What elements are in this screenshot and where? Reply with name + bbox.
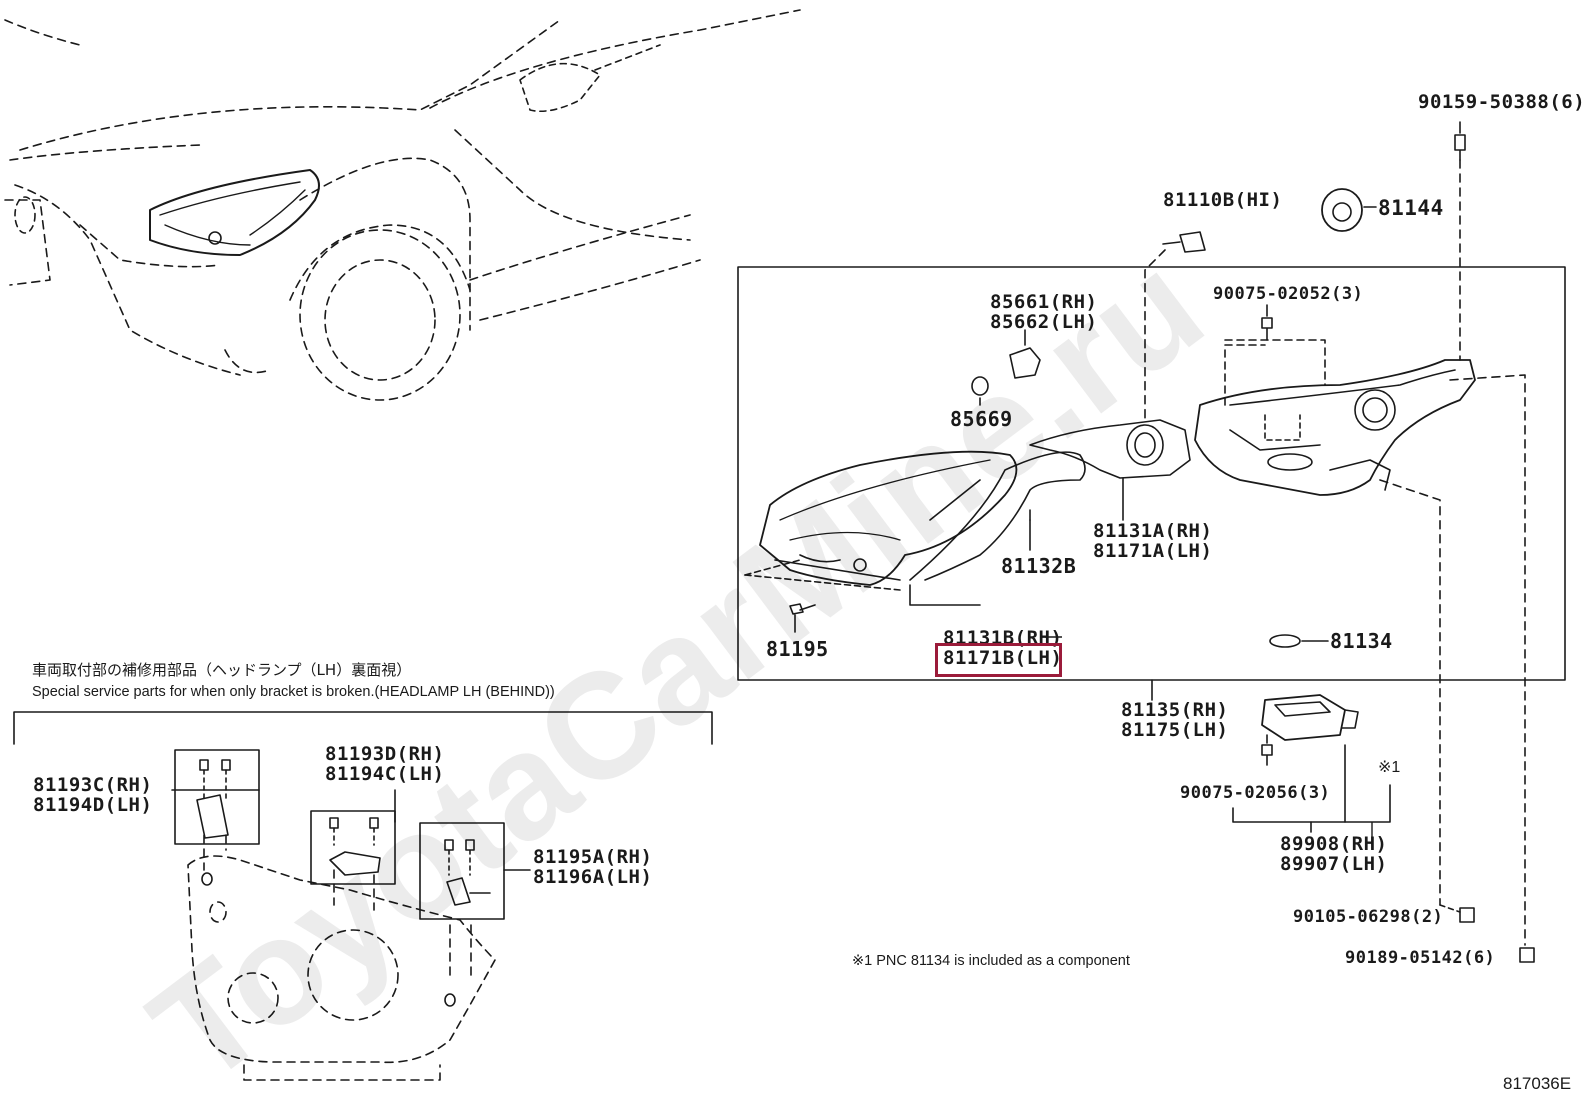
part-label-81134[interactable]: 81134 [1330,629,1393,653]
bracket-box-81195a [419,822,505,920]
part-label-81193d-81194c[interactable]: 81193D(RH) 81194C(LH) [325,744,444,784]
part-label-81131a[interactable]: 81131A(RH) [1093,520,1213,542]
headlamp-unit-illustration [744,419,1191,606]
part-label-81175[interactable]: 81175(LH) [1121,719,1229,741]
part-label-89907[interactable]: 89907(LH) [1280,853,1388,875]
part-label-81110b[interactable]: 81110B(HI) [1163,189,1283,211]
part-label-85661[interactable]: 85661(RH) [990,291,1098,313]
part-label-81135[interactable]: 81135(RH) [1121,699,1229,721]
vehicle-front-illustration [4,9,801,401]
part-label-81195[interactable]: 81195 [766,637,829,661]
part-label-89908[interactable]: 89908(RH) [1280,833,1388,855]
part-label-81195a[interactable]: 81195A(RH) [533,846,653,868]
footnote-text: ※1 PNC 81134 is included as a component [852,953,1130,969]
o-ring-81134-illustration [1269,634,1301,648]
bolt-90159-illustration [1454,134,1466,161]
headlamp-rear-outline [187,834,496,1081]
selected-part-highlight [935,643,1062,677]
part-label-81171b[interactable]: 81171B(LH) [943,647,1063,669]
special-parts-title-en: Special service parts for when only brac… [32,684,555,700]
headlamp-housing-illustration [1194,339,1476,496]
part-label-81135-81175[interactable]: 81135(RH) 81175(LH) [1121,700,1228,740]
part-label-90159[interactable]: 90159-50388(6) [1418,91,1586,113]
cap-81144-illustration [1321,188,1363,232]
part-label-81193d[interactable]: 81193D(RH) [325,743,445,765]
part-label-85662[interactable]: 85662(LH) [990,311,1098,333]
bracket-box-81193d [310,810,396,885]
part-label-85669[interactable]: 85669 [950,407,1013,431]
ballast-89908-illustration [1261,694,1359,741]
part-label-81194d[interactable]: 81194D(LH) [33,794,153,816]
part-label-81132b[interactable]: 81132B [1001,554,1077,578]
part-label-90075-02052[interactable]: 90075-02052(3) [1213,284,1364,304]
screw-90105-illustration [1459,907,1475,923]
part-label-81193c[interactable]: 81193C(RH) [33,774,153,796]
part-label-90105[interactable]: 90105-06298(2) [1293,907,1444,927]
screw-90075-02052-illustration [1261,317,1273,341]
screw-81195-illustration [789,603,816,615]
part-label-81144[interactable]: 81144 [1378,196,1444,220]
part-label-90075-02056[interactable]: 90075-02056(3) [1180,783,1331,803]
o-ring-85669-illustration [971,376,989,396]
figure-id: 817036E [1503,1074,1572,1093]
connector-illustration [1009,347,1041,379]
part-label-81171a[interactable]: 81171A(LH) [1093,540,1213,562]
special-parts-title-jp: 車両取付部の補修用部品（ヘッドランプ（LH）裏面視） [32,661,412,679]
nut-90189-illustration [1519,947,1535,963]
part-label-90189[interactable]: 90189-05142(6) [1345,948,1496,968]
footnote-mark: ※1 [1378,759,1401,776]
part-label-85661-85662[interactable]: 85661(RH) 85662(LH) [990,292,1097,332]
screw-90075-02056-illustration [1261,744,1273,766]
part-label-81193c-81194d[interactable]: 81193C(RH) 81194D(LH) [33,775,152,815]
part-label-81194c[interactable]: 81194C(LH) [325,763,445,785]
bolt-81110b-illustration [1144,231,1206,421]
part-label-89908-89907[interactable]: 89908(RH) 89907(LH) [1280,834,1387,874]
part-label-81196a[interactable]: 81196A(LH) [533,866,653,888]
part-label-81131a-81171a[interactable]: 81131A(RH) 81171A(LH) [1093,521,1212,561]
special-parts-bracket-line [13,711,713,745]
bracket-box-81193c [174,749,260,845]
part-label-81195a-81196a[interactable]: 81195A(RH) 81196A(LH) [533,847,652,887]
